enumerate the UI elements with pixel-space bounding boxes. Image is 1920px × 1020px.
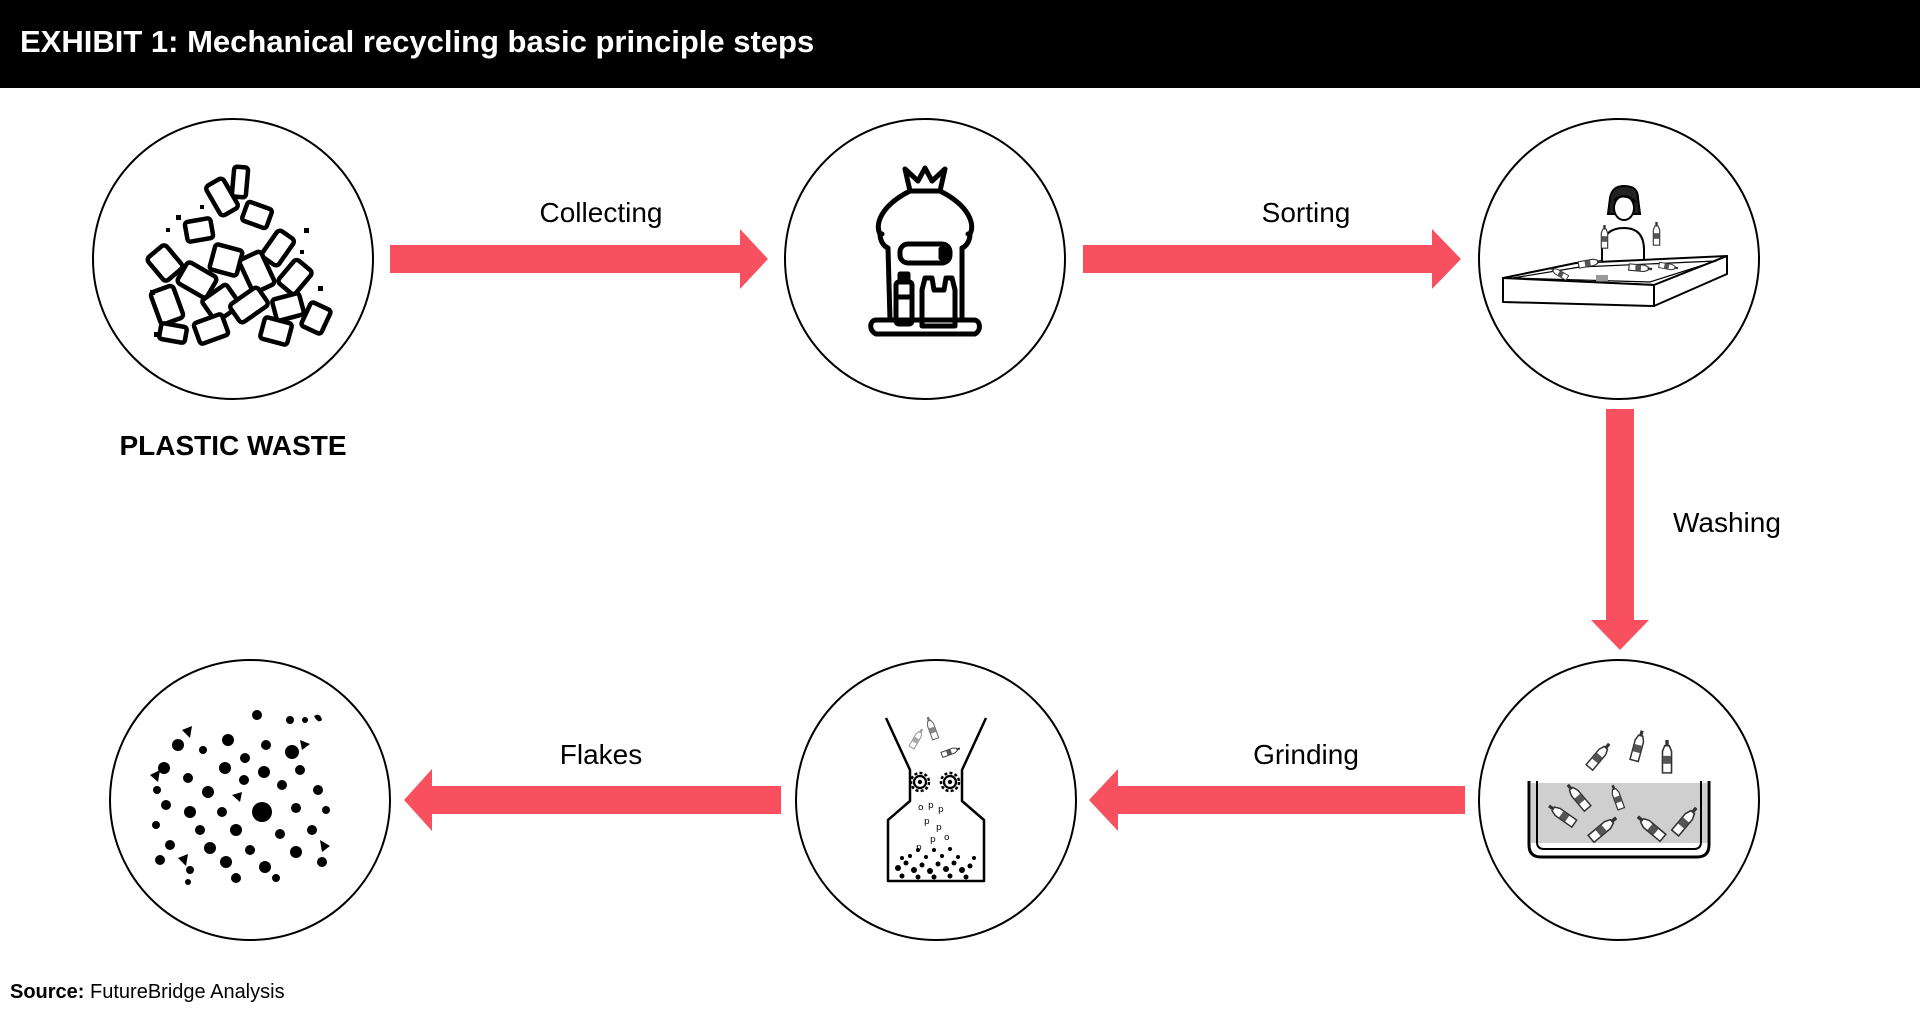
arrow-sorting [1083, 229, 1461, 289]
svg-text:p: p [930, 835, 936, 845]
sorting-table-icon [1502, 184, 1728, 307]
arrow-grinding [1089, 769, 1465, 831]
step-label-washing: Washing [1673, 507, 1781, 538]
collecting-circle [784, 118, 1066, 400]
source-note: Source: FutureBridge Analysis [10, 981, 285, 1004]
header-bar: EXHIBIT 1: Mechanical recycling basic pr… [0, 0, 1920, 88]
garbage-bag-icon [868, 165, 982, 337]
source-text: FutureBridge Analysis [90, 981, 285, 1003]
source-key: Source: [10, 981, 85, 1003]
step-label-sorting: Sorting [1262, 197, 1351, 228]
plastic-waste-pile-icon [145, 164, 333, 347]
exhibit-title: EXHIBIT 1: Mechanical recycling basic pr… [20, 24, 815, 59]
washing-tank-icon [1527, 728, 1711, 859]
start-label: PLASTIC WASTE [119, 430, 346, 461]
step-label-flakes: Flakes [560, 739, 642, 770]
svg-text:p: p [938, 805, 944, 815]
arrow-washing [1591, 409, 1649, 650]
svg-text:o: o [944, 833, 950, 843]
step-label-grinding: Grinding [1253, 739, 1359, 770]
svg-text:p: p [924, 817, 930, 827]
flakes-circle [109, 659, 391, 941]
svg-text:p: p [936, 823, 942, 833]
arrow-flakes [404, 769, 781, 831]
step-label-collecting: Collecting [540, 197, 663, 228]
grinding-circle [795, 659, 1077, 941]
svg-text:p: p [928, 801, 934, 811]
flakes-icon [150, 710, 330, 885]
svg-text:o: o [918, 803, 924, 813]
arrow-collecting [390, 229, 768, 289]
svg-text:p: p [916, 843, 922, 853]
